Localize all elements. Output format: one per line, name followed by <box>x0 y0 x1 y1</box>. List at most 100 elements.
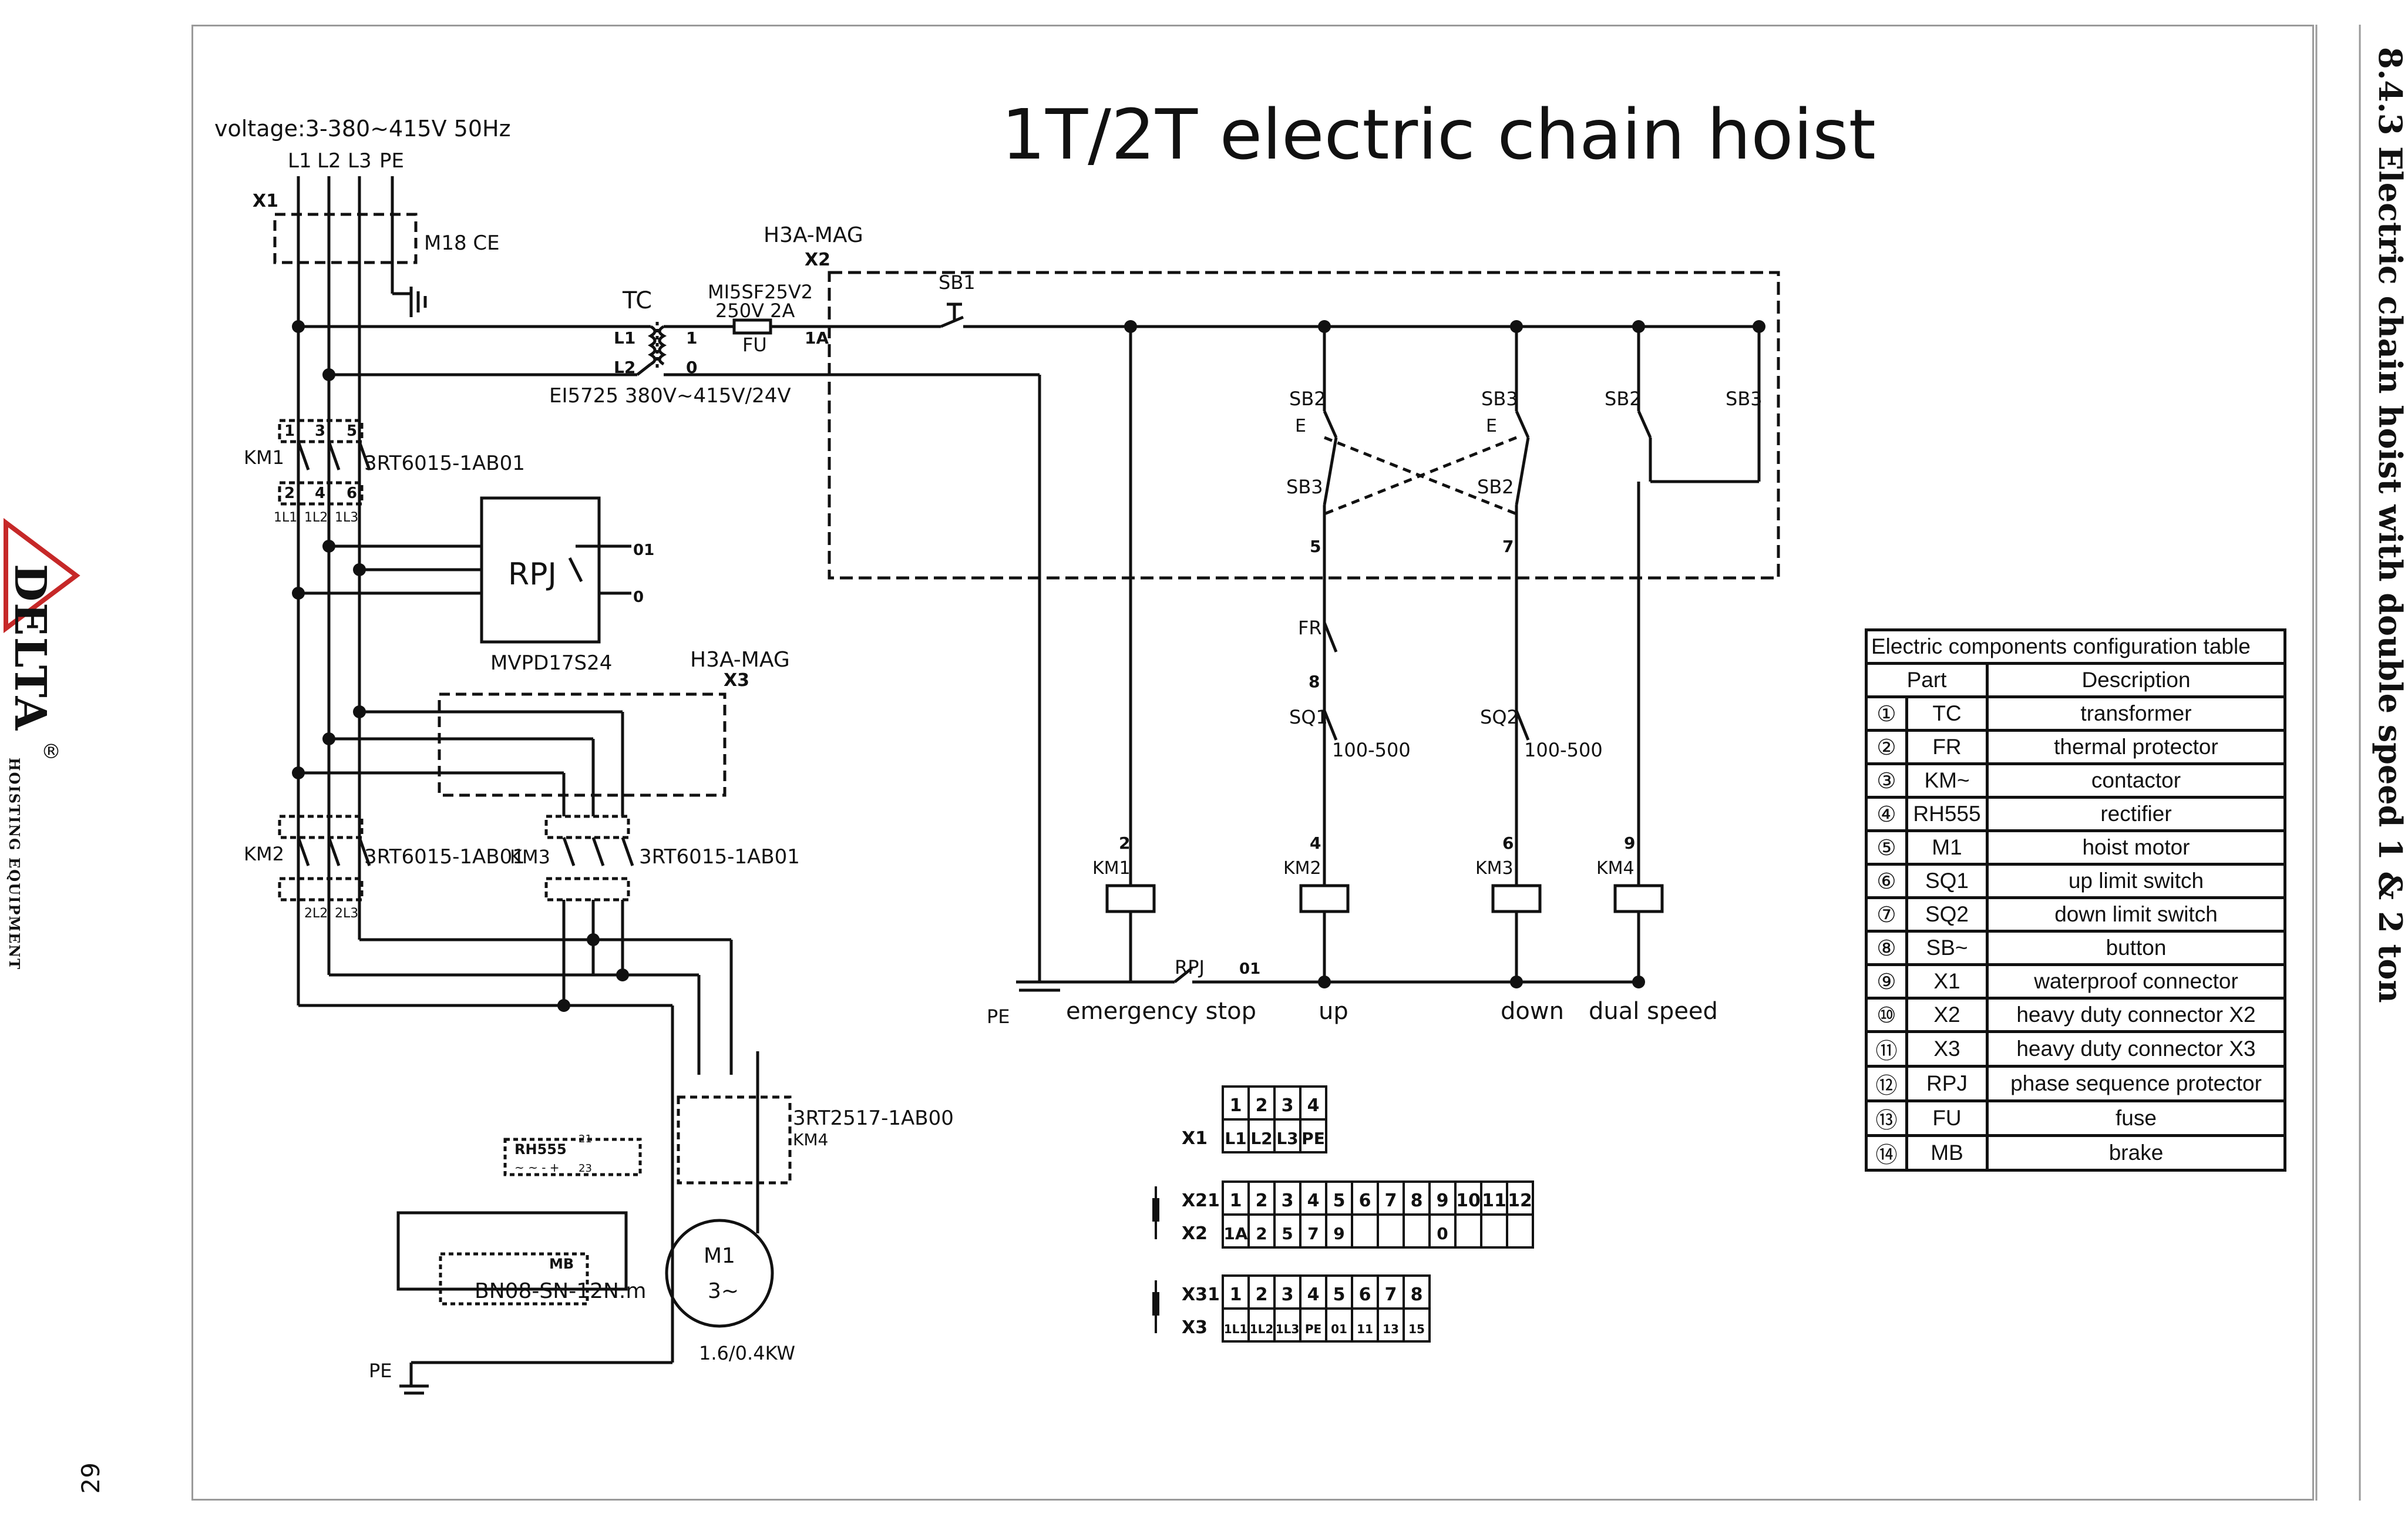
x2-label: X2 <box>805 250 830 270</box>
connector-pin-number: 8 <box>1411 1190 1423 1211</box>
connector-pin-number: 6 <box>1359 1190 1371 1211</box>
m18-label: M18 CE <box>424 231 500 255</box>
config-row-part: RH555 <box>1905 796 1989 832</box>
section-side-title: 8.4.3 Electric chain hoist with double s… <box>2372 47 2408 1003</box>
connector-wire-label: 13 <box>1383 1322 1399 1336</box>
config-row-description: brake <box>1986 1134 2286 1172</box>
sb2-label: SB2 <box>1289 388 1326 410</box>
config-row-description: button <box>1986 930 2286 966</box>
emergency-stop-label: emergency stop <box>1066 998 1256 1025</box>
connector-bottom-label: X1 <box>1182 1128 1208 1149</box>
km3-label: KM3 <box>510 846 550 868</box>
wire-4-label: 4 <box>1310 833 1321 853</box>
wire-5-label: 5 <box>1310 537 1321 556</box>
connector-wire-label: 01 <box>1331 1322 1347 1336</box>
up-label: up <box>1319 998 1348 1025</box>
km1-terminal-4: 4 <box>315 485 325 502</box>
brake-model-label: BN08-SN-12N.m <box>475 1279 646 1303</box>
connector-pin-number: 1 <box>1230 1190 1242 1211</box>
km4-model-label: 3RT2517-1AB00 <box>793 1106 954 1130</box>
connector-wire-label: 1A <box>1223 1224 1247 1243</box>
connector-pin-number: 2 <box>1256 1190 1268 1211</box>
sb1-label: SB1 <box>939 271 976 294</box>
sq1-label: SQ1 <box>1289 706 1328 728</box>
connector-pin-number: 2 <box>1256 1095 1268 1116</box>
sb2-lower-label: SB2 <box>1477 476 1514 498</box>
config-row-description: down limit switch <box>1986 896 2286 933</box>
config-row-number: ① <box>1865 695 1908 732</box>
coil-km3-label: KM3 <box>1475 858 1514 879</box>
pe-bottom-label: PE <box>987 1005 1010 1028</box>
rh555-pins-label: ~ ~ - + <box>514 1161 560 1175</box>
config-row-number: ⑦ <box>1865 896 1908 933</box>
tc-0-label: 0 <box>686 358 697 377</box>
fu-label: FU <box>742 334 767 356</box>
config-row-description: thermal protector <box>1986 729 2286 765</box>
config-row-description: heavy duty connector X3 <box>1986 1030 2286 1068</box>
config-row-part: X2 <box>1905 997 1989 1033</box>
connector-wire-label: 0 <box>1437 1224 1448 1243</box>
logo-triangle-icon <box>4 518 80 633</box>
rh555-label: RH555 <box>514 1141 567 1158</box>
config-row-number: ⑤ <box>1865 829 1908 866</box>
config-row-description: transformer <box>1986 695 2286 732</box>
connector-pin-number: 5 <box>1333 1284 1346 1305</box>
fr-label: FR <box>1298 617 1322 639</box>
connector-wire-label: L2 <box>1250 1129 1272 1148</box>
wire-2-label: 2 <box>1119 833 1130 853</box>
sb2b-label: SB2 <box>1605 388 1642 410</box>
connector-bottom-label: X2 <box>1182 1223 1208 1244</box>
km1-terminal-6: 6 <box>347 485 357 502</box>
rpj-01-label: 01 <box>633 541 654 559</box>
connector-wire-label: 15 <box>1408 1322 1425 1336</box>
connector-pin-number: 1 <box>1230 1095 1242 1116</box>
config-row-part: SB~ <box>1905 930 1989 966</box>
km2-model-label: 3RT6015-1AB01 <box>364 845 525 869</box>
components-config-table: Electric components configuration table … <box>1865 628 2286 1172</box>
config-row-number: ④ <box>1865 796 1908 832</box>
voltage-label: voltage:3-380~415V 50Hz <box>214 116 511 142</box>
down-label: down <box>1501 998 1564 1025</box>
connector-bottom-label: X3 <box>1182 1317 1208 1338</box>
config-row-number: ⑫ <box>1865 1065 1908 1102</box>
config-row-number: ③ <box>1865 762 1908 799</box>
config-row-part: X3 <box>1905 1030 1989 1068</box>
x2-1a-label: 1A <box>805 328 829 348</box>
rpj-model-label: MVPD17S24 <box>490 651 612 675</box>
sb3b-label: SB3 <box>1726 388 1763 410</box>
connector-pin-number: 2 <box>1256 1284 1268 1305</box>
config-row-description: hoist motor <box>1986 829 2286 866</box>
config-row-number: ⑩ <box>1865 997 1908 1033</box>
km1-model-label: 3RT6015-1AB01 <box>364 452 525 475</box>
wire-7-label: 7 <box>1502 537 1514 556</box>
x3-label: X3 <box>724 670 749 691</box>
connector-pin-number: 12 <box>1508 1190 1532 1211</box>
km4-label: KM4 <box>793 1130 828 1149</box>
sb3-label: SB3 <box>1481 388 1518 410</box>
wire-8-label: 8 <box>1309 672 1320 691</box>
config-row-number: ⑭ <box>1865 1134 1908 1172</box>
tc-l1-label: L1 <box>614 328 635 348</box>
rpj-0-label: 0 <box>633 588 644 606</box>
e2-label: E <box>1486 416 1497 436</box>
config-row-part: SQ1 <box>1905 863 1989 899</box>
connector-pin-number: 7 <box>1385 1284 1397 1305</box>
sq2-label: SQ2 <box>1480 706 1519 728</box>
connector-pin-number: 1 <box>1230 1284 1242 1305</box>
connector-wire-label: 2 <box>1256 1224 1267 1243</box>
pe-motor-label: PE <box>369 1360 392 1382</box>
sb3-lower-label: SB3 <box>1286 476 1323 498</box>
fuse-rating-label: 250V 2A <box>715 300 795 322</box>
delta-logo <box>0 517 82 998</box>
connector-pin-number: 4 <box>1307 1284 1320 1305</box>
coil-km2-label: KM2 <box>1283 858 1321 879</box>
config-row-part: FR <box>1905 729 1989 765</box>
